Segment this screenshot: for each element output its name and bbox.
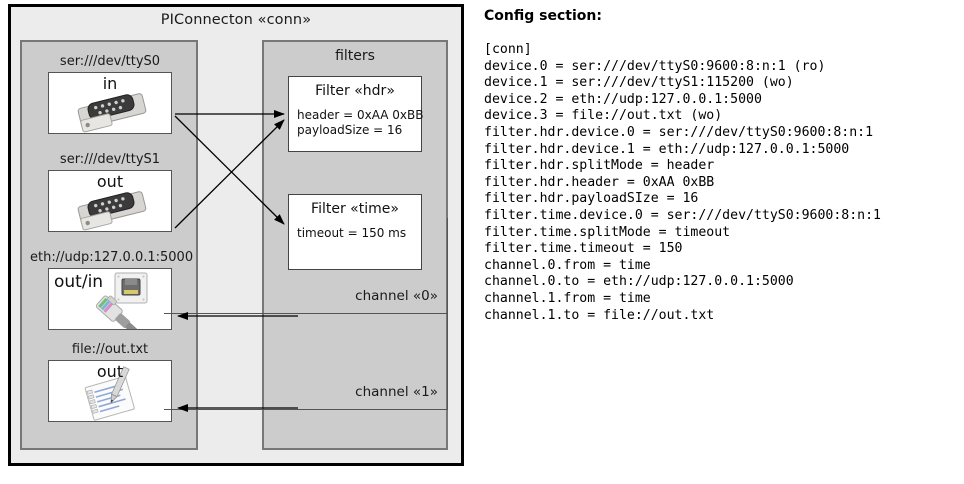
config-line: filter.hdr.payloadSIze = 16 (484, 191, 699, 207)
config-line: device.3 = file://out.txt (wo) (484, 108, 723, 124)
device-label-eth: eth://udp:127.0.0.1:5000 (30, 250, 194, 265)
device-direction-file: out (96, 362, 124, 381)
config-line: filter.hdr.splitMode = header (484, 158, 715, 174)
serial-port-icon (49, 73, 171, 133)
device-box-eth[interactable]: out/in (48, 268, 172, 330)
channel-label-0: channel «0» (355, 288, 438, 304)
device-label-ttyS1: ser:///dev/ttyS1 (59, 152, 161, 167)
config-line: device.1 = ser:///dev/ttyS1:115200 (wo) (484, 75, 794, 91)
filter-prop: header = 0xAA 0xBB (297, 108, 424, 122)
device-group-ttyS0[interactable]: ser:///dev/ttyS0 in (30, 52, 190, 134)
device-box-ttyS0[interactable]: in (48, 72, 172, 134)
config-line: channel.0.to = eth://udp:127.0.0.1:5000 (484, 274, 794, 290)
filter-prop: timeout = 150 ms (297, 226, 407, 240)
config-line: filter.time.timeout = 150 (484, 241, 683, 257)
config-line: filter.hdr.device.1 = eth://udp:127.0.0.… (484, 141, 850, 157)
config-line: filter.time.device.0 = ser:///dev/ttyS0:… (484, 207, 881, 223)
channel-label-1: channel «1» (355, 384, 438, 400)
connection-diagram: PIConnecton «conn» ser:///dev/ttyS0 in (8, 4, 468, 470)
channel-frame-1 (164, 314, 448, 410)
device-box-ttyS1[interactable]: out (48, 170, 172, 232)
filter-prop: payloadSize = 16 (297, 123, 403, 138)
config-line: filter.hdr.device.0 = ser:///dev/ttyS0:9… (484, 124, 874, 140)
filters-panel-title: filters (335, 48, 375, 64)
device-direction-eth: out/in (54, 272, 104, 292)
filters-panel: filters Filter «hdr» header = 0xAA 0xBB … (164, 40, 448, 450)
devices-panel: ser:///dev/ttyS0 in (20, 40, 198, 450)
filter-props-hdr: header = 0xAA 0xBB payloadSize = 16 (297, 108, 424, 139)
config-line: channel.1.to = file://out.txt (484, 307, 715, 323)
device-direction-ttyS1: out (96, 172, 124, 191)
config-section: Config section: [conn]device.0 = ser:///… (482, 0, 964, 484)
text-file-icon (49, 361, 171, 421)
filter-title-time: Filter «time» (311, 201, 399, 217)
device-group-ttyS1[interactable]: ser:///dev/ttyS1 out (30, 150, 190, 232)
config-line: filter.time.splitMode = timeout (484, 224, 731, 240)
device-group-eth[interactable]: eth://udp:127.0.0.1:5000 out/in (30, 248, 194, 330)
config-heading: Config section: (484, 8, 602, 24)
config-line: device.2 = eth://udp:127.0.0.1:5000 (484, 91, 762, 107)
page-title: PIConnecton «conn» (160, 12, 312, 28)
serial-port-icon (49, 171, 171, 231)
filter-props-time: timeout = 150 ms (297, 226, 421, 241)
config-line: device.0 = ser:///dev/ttyS0:9600:8:n:1 (… (484, 58, 826, 74)
filter-title-hdr: Filter «hdr» (315, 83, 395, 99)
config-line: channel.1.from = time (484, 290, 651, 306)
config-line: [conn] (484, 42, 532, 57)
config-line: filter.hdr.header = 0xAA 0xBB (484, 174, 715, 190)
device-group-file[interactable]: file://out.txt out (30, 340, 190, 422)
device-box-file[interactable]: out (48, 360, 172, 422)
ethernet-plug-icon (49, 269, 171, 329)
device-label-file: file://out.txt (71, 342, 149, 357)
config-body: [conn]device.0 = ser:///dev/ttyS0:9600:8… (484, 42, 881, 324)
filter-box-time[interactable]: Filter «time» timeout = 150 ms (288, 194, 422, 270)
device-direction-ttyS0: in (102, 74, 118, 93)
device-label-ttyS0: ser:///dev/ttyS0 (59, 54, 161, 69)
channel-frame-0 (164, 218, 448, 314)
filter-box-hdr[interactable]: Filter «hdr» header = 0xAA 0xBB payloadS… (288, 76, 424, 152)
config-line: channel.0.from = time (484, 257, 651, 273)
